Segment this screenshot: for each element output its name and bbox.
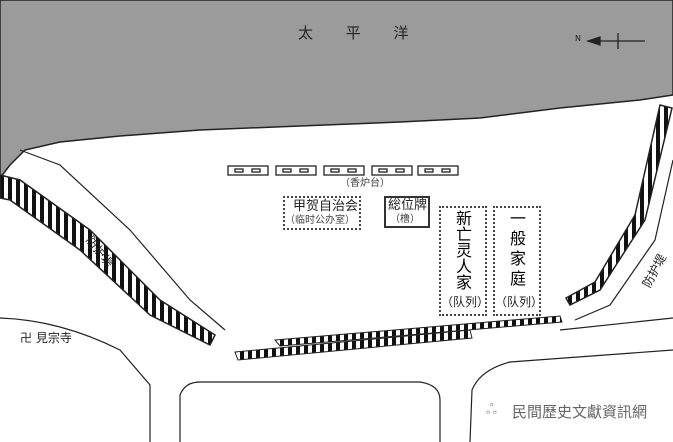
new-dead-families-box: 新亡灵人家 （队列） xyxy=(439,206,490,316)
sea-area xyxy=(0,0,673,180)
left-breakwater xyxy=(0,174,216,347)
watermark: 民間歷史文獻資訊網 xyxy=(512,403,648,421)
road-right-upper xyxy=(559,317,673,331)
right-shore-line xyxy=(574,159,673,321)
incense-tables xyxy=(227,165,459,176)
new-dead-families-sub: （队列） xyxy=(441,295,490,309)
new-dead-families-title: 新亡灵人家 xyxy=(453,210,472,290)
road-right xyxy=(469,349,673,442)
temple-label: 卍 見宗寺 xyxy=(20,331,72,345)
incense-label: （香炉台） xyxy=(340,178,390,189)
road-center xyxy=(179,381,441,442)
north-label: N xyxy=(575,34,581,43)
road-left xyxy=(0,317,151,442)
right-breakwater xyxy=(564,104,673,306)
wechat-icon: ஃ xyxy=(486,402,497,418)
koga-council-sub: （临时公办室） xyxy=(285,215,355,226)
koga-council-box: 甲贺自治会 （临时公办室） xyxy=(283,196,361,230)
memorial-tablet-title: 総位牌 xyxy=(388,198,428,213)
general-families-sub: （队列） xyxy=(495,295,544,309)
pier-1 xyxy=(274,315,563,347)
left-shore-line xyxy=(19,149,226,331)
koga-council-title: 甲贺自治会 xyxy=(293,199,359,214)
sea-label: 太 平 洋 xyxy=(298,24,423,42)
general-families-box: 一般家庭 （队列） xyxy=(493,206,544,316)
general-families-title: 一般家庭 xyxy=(507,210,526,290)
north-arrow-icon xyxy=(585,33,645,49)
pier-2 xyxy=(234,329,473,361)
memorial-tablet-box: 総位牌 （橹） xyxy=(384,196,430,228)
memorial-tablet-sub: （橹） xyxy=(390,214,420,225)
